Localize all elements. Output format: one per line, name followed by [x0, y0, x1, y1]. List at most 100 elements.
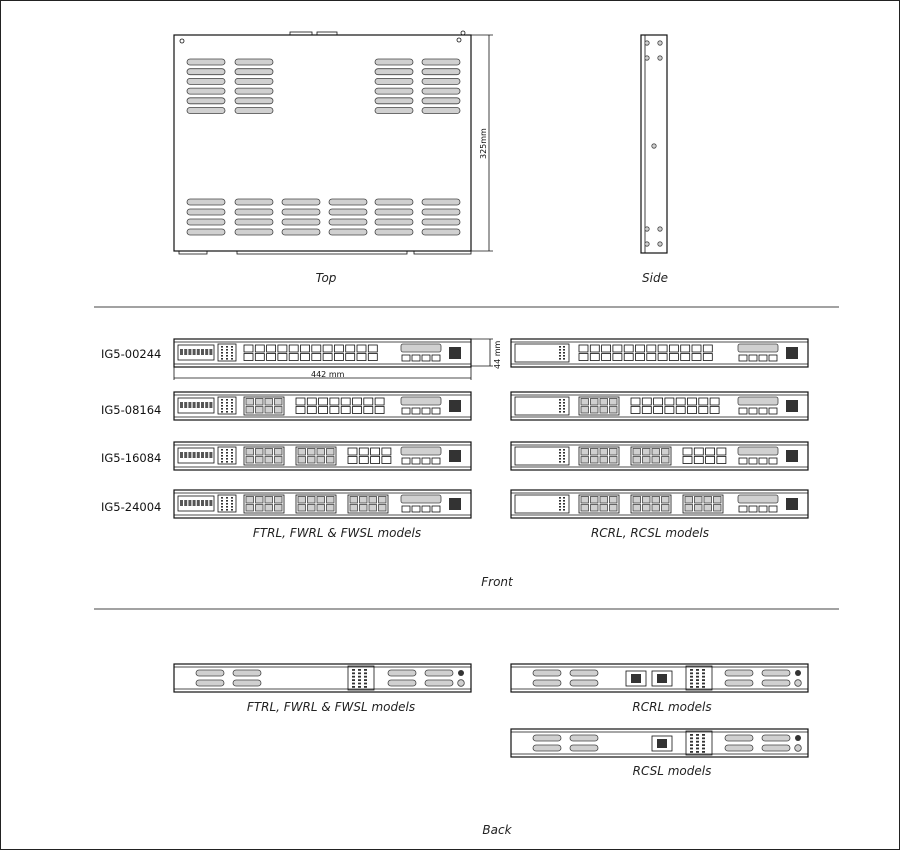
vent-slot [281, 208, 321, 216]
side-view-caption: Side [642, 271, 668, 285]
rj45-port [307, 448, 316, 456]
terminal-pin [702, 672, 705, 675]
rj45-port [264, 504, 273, 512]
vent-slot [532, 679, 562, 687]
rj45-block [578, 494, 620, 514]
sfp-port [601, 344, 611, 353]
led [221, 408, 223, 410]
sfp-port [318, 397, 329, 406]
side-view-mount-holes [644, 40, 663, 247]
sfp-port [311, 353, 322, 361]
sfp-port [653, 406, 663, 414]
led-panel [217, 446, 237, 465]
rj45-port [590, 496, 599, 504]
led [226, 461, 228, 463]
terminal-pin [696, 737, 699, 740]
sfp-port [646, 353, 657, 361]
sfp-port [254, 353, 265, 361]
mini-port [401, 354, 411, 362]
sfp-port [669, 353, 679, 361]
terminal-pin [205, 500, 209, 506]
terminal-pin [184, 349, 188, 355]
vent-slot [234, 78, 274, 85]
terminal-block [177, 344, 215, 361]
terminal-pin [364, 672, 367, 675]
mini-port [748, 457, 758, 465]
vent-slot [421, 97, 461, 105]
led [226, 405, 228, 407]
terminal-pin [690, 744, 693, 746]
back-rcsl-caption: RCSL models [633, 764, 712, 778]
sfp-port [641, 397, 652, 406]
rj45-port [703, 496, 712, 504]
rj45-port [255, 496, 264, 504]
rj45-port [694, 504, 703, 512]
sfp-port [356, 344, 367, 353]
led [559, 455, 561, 457]
front-row-ig5-08164 [173, 391, 809, 421]
sfp-port [300, 353, 310, 361]
terminal-pin [702, 747, 705, 750]
side-view [640, 34, 668, 254]
vent-slot [195, 669, 225, 677]
front-right-caption: RCRL, RCSL models [591, 526, 709, 540]
terminal-pin [364, 669, 367, 671]
led [559, 358, 561, 360]
sfp-port [682, 456, 693, 464]
rj45-port [255, 406, 264, 414]
terminal-pin [702, 682, 705, 685]
back-terminal-panel [685, 730, 713, 756]
power-inlet-socket [657, 674, 667, 683]
terminal-pin [352, 675, 355, 678]
led [231, 497, 233, 499]
led [231, 402, 233, 404]
led [221, 352, 223, 354]
terminal-pin [184, 500, 188, 506]
sfp-port [367, 344, 378, 353]
back-view [173, 663, 809, 758]
rj45-port [590, 504, 599, 512]
blank-panel [514, 396, 570, 416]
vent-slot [374, 228, 414, 236]
sfp-port [288, 353, 299, 361]
led [221, 405, 223, 407]
led [563, 352, 565, 354]
front-left-caption: FTRL, FWRL & FWSL models [253, 526, 421, 540]
rj45-port [713, 496, 722, 504]
led [221, 497, 223, 499]
vent-slot [186, 97, 226, 105]
terminal-pin [196, 349, 200, 355]
vent-slot [761, 679, 791, 687]
vent-slot [532, 734, 562, 742]
led [226, 509, 228, 511]
terminal-pin [702, 679, 705, 681]
rj45-port [651, 448, 660, 456]
rj45-port [264, 448, 273, 456]
terminal-pin [192, 452, 196, 458]
led [226, 449, 228, 451]
led [231, 461, 233, 463]
led [231, 408, 233, 410]
rj45-port [661, 496, 670, 504]
terminal-pin [696, 672, 699, 675]
vent-slot [374, 58, 414, 66]
led [226, 500, 228, 502]
vent-slot [374, 218, 414, 226]
terminal-pin [180, 452, 183, 458]
vent-slot [186, 87, 226, 95]
sfp-port [675, 406, 686, 414]
sfp-port [709, 406, 720, 414]
sfp-port [374, 397, 385, 406]
rj45-port [599, 456, 608, 464]
sfp-port [705, 456, 715, 464]
led [226, 411, 228, 413]
mini-port [738, 407, 748, 415]
terminal-pin [702, 737, 705, 740]
rj45-port [642, 448, 651, 456]
back-rcrl-caption: RCRL models [632, 700, 711, 714]
blank-panel [514, 446, 570, 466]
db-connector [400, 446, 442, 456]
led [226, 506, 228, 508]
terminal-pin [690, 669, 693, 671]
vent-slot [761, 744, 791, 752]
